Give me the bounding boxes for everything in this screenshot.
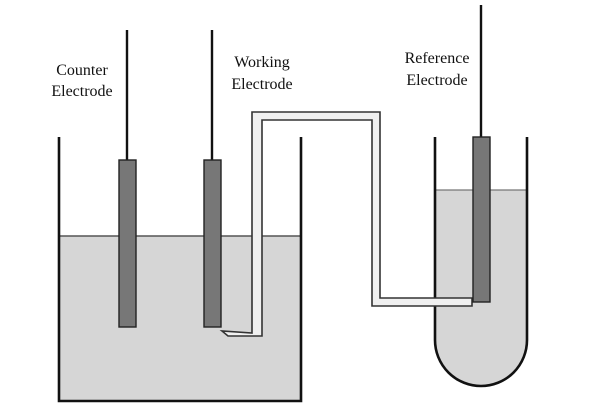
counter-electrode-label-line2: Electrode xyxy=(51,83,112,100)
working-electrode-label-line2: Electrode xyxy=(231,76,292,93)
counter-electrode-rod xyxy=(118,159,137,328)
working-electrode-label: Working Electrode xyxy=(231,54,292,93)
working-electrode-label-line1: Working xyxy=(234,54,290,71)
working-electrode-rod xyxy=(203,159,222,328)
reference-electrode-rod xyxy=(472,136,491,303)
counter-electrode-label-line1: Counter xyxy=(56,62,108,79)
reference-electrode-label: Reference Electrode xyxy=(405,50,470,89)
main-beaker-wall xyxy=(57,137,303,403)
reference-electrode xyxy=(472,5,491,303)
salt-bridge xyxy=(219,111,473,337)
salt-bridge-tube xyxy=(219,111,473,337)
reference-tube-wall xyxy=(433,137,529,388)
reference-electrode-label-line2: Electrode xyxy=(406,72,467,89)
main-beaker-electrolyte xyxy=(60,236,300,400)
reference-electrode-label-line1: Reference xyxy=(405,50,470,67)
counter-electrode xyxy=(118,30,137,328)
main-beaker xyxy=(57,137,303,403)
working-electrode xyxy=(203,30,222,328)
counter-electrode-label: Counter Electrode xyxy=(51,62,112,100)
